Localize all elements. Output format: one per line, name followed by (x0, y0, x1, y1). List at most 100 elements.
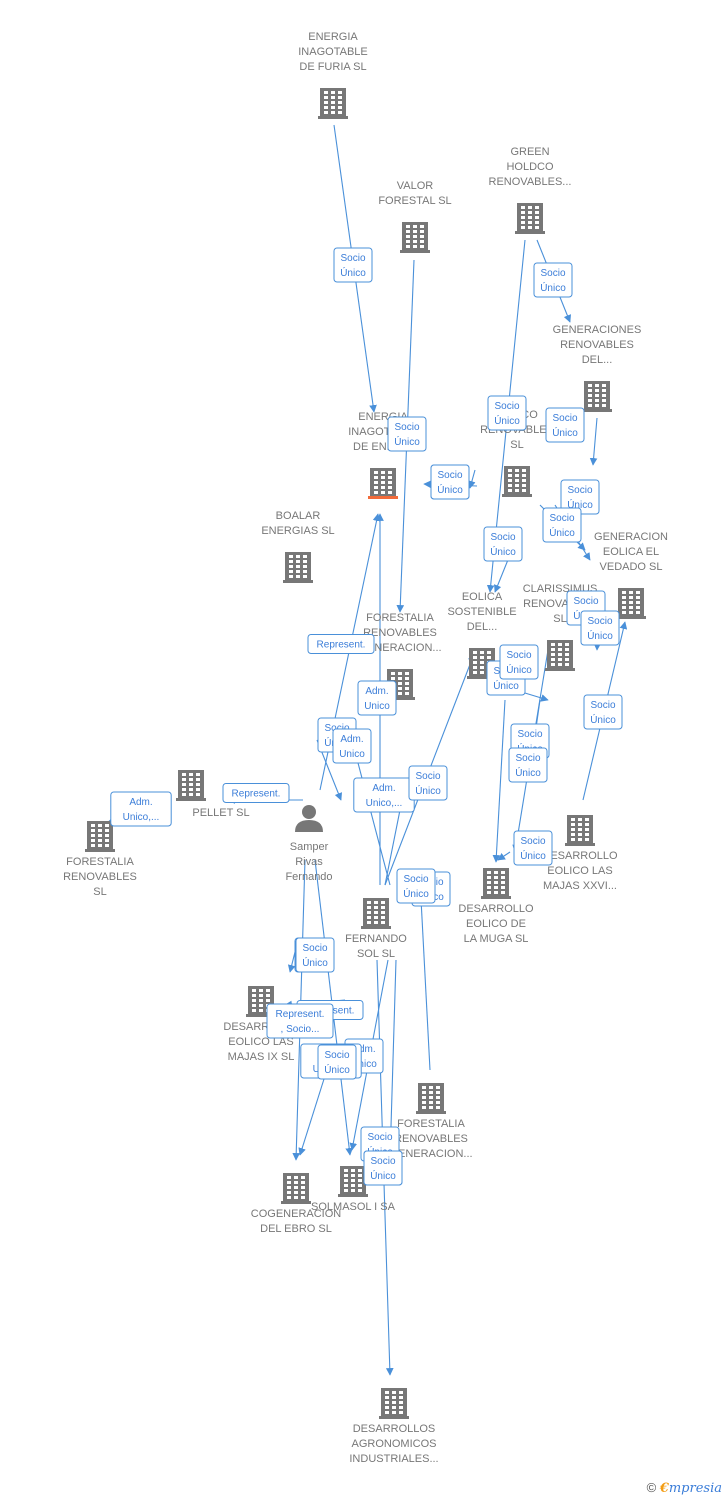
edge-label-text: Socio (490, 532, 515, 543)
node-label: DEL... (467, 621, 498, 633)
edge-label-text: Socio (515, 753, 540, 764)
node-generaciones-renovables[interactable]: GENERACIONESRENOVABLESDEL... (553, 324, 642, 412)
building-icon (582, 381, 612, 412)
node-label: VALOR (397, 180, 434, 192)
edge-label-text: Adm. (129, 797, 152, 808)
edge-line (468, 469, 476, 489)
edge-label-text: Socio (540, 268, 565, 279)
node-label: ENERGIAS SL (261, 525, 334, 537)
edge-label-text: Único (340, 266, 366, 279)
node-green-holdco[interactable]: GREENHOLDCORENOVABLES... (489, 146, 572, 234)
node-label: INAGOTABLE (298, 46, 367, 58)
edge-label-text: Único (370, 1169, 396, 1182)
edge-label-text: Socio (567, 485, 592, 496)
edge-label[interactable]: Adm.Unico,... (110, 791, 172, 827)
building-icon (545, 640, 575, 671)
edge-line (416, 879, 431, 1071)
node-label: Samper (290, 841, 329, 853)
node-label: SL (553, 613, 566, 625)
edge-label-text: Socio (587, 616, 612, 627)
edge-label-text: Unico (339, 749, 365, 760)
node-label: DESARROLLO (458, 903, 534, 915)
edge-label[interactable]: Adm.Unico (332, 728, 372, 764)
copyright-symbol: © (646, 1480, 657, 1495)
edge-labels-layer: SocioÚnicoSocioÚnicoSocioÚnicoSocioÚnico… (110, 247, 623, 1186)
edge-label-text: Socio (302, 943, 327, 954)
node-label: DESARROLLOS (353, 1423, 436, 1435)
node-label: FERNANDO (345, 933, 407, 945)
empresia-logo: €mpresia (659, 1481, 722, 1496)
edge-label-text: Único (494, 414, 520, 427)
edge-label-text: Único (552, 426, 578, 439)
building-icon (368, 468, 398, 499)
node-label: HOLDCO (506, 161, 554, 173)
node-label: RENOVABLES (394, 1133, 468, 1145)
node-label: MAJAS XXVI... (543, 880, 617, 892)
node-solmasol[interactable]: SOLMASOL I SA (311, 1166, 396, 1213)
node-label: BOALAR (276, 510, 321, 522)
building-icon (283, 552, 313, 583)
node-boalar[interactable]: BOALAR ENERGIAS SL (261, 510, 335, 583)
edge-label-text: Único (540, 281, 566, 294)
building-icon (515, 203, 545, 234)
node-label: ENERGIA (308, 31, 358, 43)
node-eolica-sostenible[interactable]: EOLICASOSTENIBLEDEL... (447, 591, 517, 679)
edge-label[interactable]: Adm.Unico,... (353, 777, 415, 813)
edge-label-text: Único (520, 849, 546, 862)
edge-label[interactable]: Represent., Socio... (266, 1003, 334, 1039)
edge-label-text: Represent. (317, 640, 366, 651)
node-label: RENOVABLES (63, 871, 137, 883)
edge-label-text: Único (549, 526, 575, 539)
edge-label[interactable]: Adm.Unico (357, 680, 397, 716)
node-agronomicos[interactable]: DESARROLLOSAGRONOMICOSINDUSTRIALES... (349, 1388, 439, 1465)
edge-label-text: Socio (367, 1132, 392, 1143)
edge-label-text: Único (490, 545, 516, 558)
edge-label[interactable]: Represent. (222, 783, 290, 803)
edge-label-text: Único (493, 679, 519, 692)
building-icon (400, 222, 430, 253)
edge-label-text: Socio (590, 700, 615, 711)
building-icon (379, 1388, 409, 1419)
edge-label[interactable]: Represent. (307, 634, 375, 654)
edge-label-text: Socio (324, 1050, 349, 1061)
node-pellet[interactable]: PELLET SL (176, 770, 250, 819)
footer-brand[interactable]: © €mpresia (647, 1480, 722, 1496)
edge-label-text: Socio (415, 771, 440, 782)
edge-label-text: Único (587, 629, 613, 642)
node-label: SL (510, 439, 523, 451)
edge-label-text: Socio (549, 513, 574, 524)
node-label: FORESTALIA (366, 612, 434, 624)
node-forestalia-gen-2[interactable]: FORESTALIARENOVABLESGENERACION... (389, 1083, 473, 1160)
building-icon (481, 868, 511, 899)
building-icon (338, 1166, 368, 1197)
edge-label-text: Único (403, 887, 429, 900)
